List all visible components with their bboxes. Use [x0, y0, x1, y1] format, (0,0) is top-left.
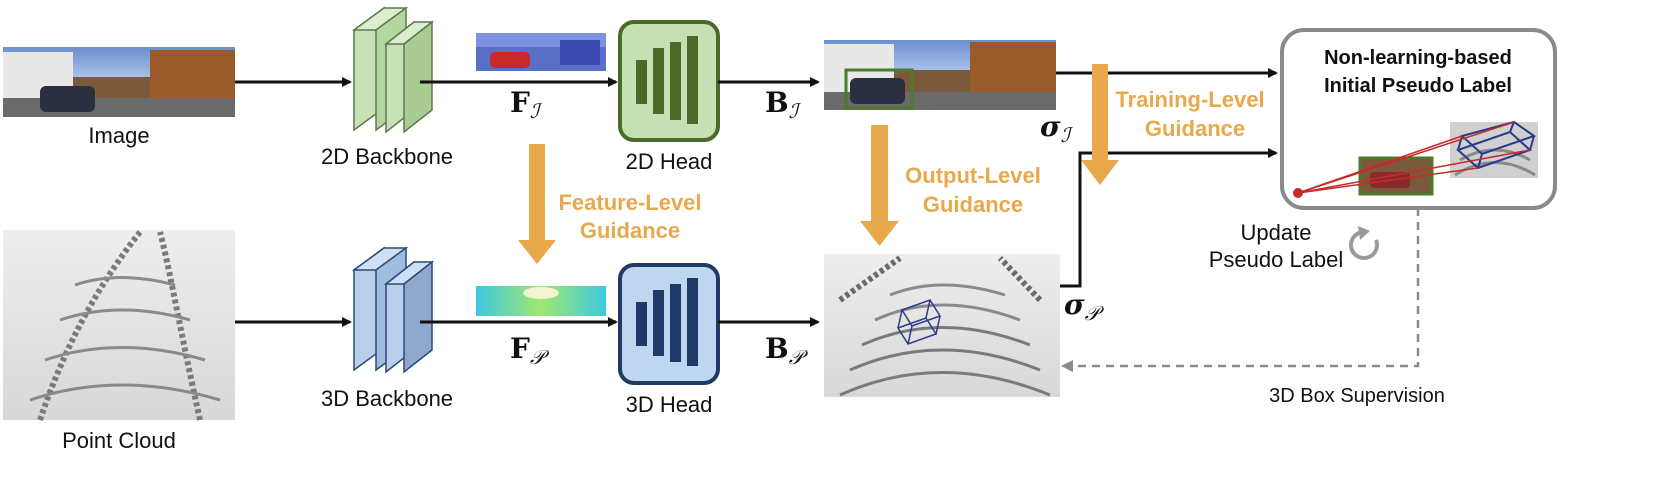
update-label-line1: Update [1241, 220, 1312, 245]
training-guidance-line1: Training-Level [1115, 87, 1264, 112]
backbone-2d-icon [351, 6, 435, 134]
arrow-output-pc-to-pseudo [1060, 148, 1278, 288]
update-label-line2: Pseudo Label [1209, 247, 1344, 272]
bbox-2d [844, 68, 914, 110]
training-guidance-line2: Guidance [1145, 116, 1245, 141]
feature-image-symbol: Fℐ [510, 86, 543, 123]
pseudo-label-title-line2: Initial Pseudo Label [1324, 75, 1512, 97]
image-label: Image [88, 123, 149, 148]
output-guidance-line1: Output-Level [905, 163, 1041, 188]
supervision-label: 3D Box Supervision [1269, 385, 1445, 407]
output-image [824, 40, 1056, 110]
point-cloud-feature-map [476, 286, 606, 316]
backbone-3d-icon [351, 246, 435, 374]
feature-guidance-arrow [518, 144, 556, 264]
head-3d-icon [618, 263, 720, 385]
refresh-icon [1349, 226, 1379, 260]
output-guidance-line2: Guidance [923, 192, 1023, 217]
input-point-cloud [3, 230, 235, 421]
box-pc-symbol: B𝒫 [765, 332, 809, 369]
feature-guidance-line2: Guidance [580, 218, 680, 243]
input-image [3, 47, 235, 117]
training-guidance-arrow [1081, 64, 1119, 185]
output-guidance-arrow [860, 125, 899, 246]
sigma-pc-symbol: σ𝒫 [1064, 288, 1105, 325]
pseudo-label-illustration [1293, 120, 1538, 198]
head-2d-label: 2D Head [626, 149, 713, 174]
output-point-cloud [824, 254, 1060, 397]
camera-origin-dot [1293, 188, 1303, 198]
pseudo-label-title-line1: Non-learning-based [1324, 47, 1512, 69]
point-cloud-label: Point Cloud [62, 428, 176, 453]
image-feature-map [476, 33, 606, 71]
feature-pc-symbol: F𝒫 [510, 332, 550, 369]
backbone-2d-label: 2D Backbone [321, 144, 453, 169]
backbone-3d-label: 3D Backbone [321, 386, 453, 411]
supervision-dashed-arrow [1061, 208, 1420, 372]
sigma-image-symbol: σℐ [1040, 110, 1074, 147]
head-2d-icon [618, 20, 720, 142]
head-3d-label: 3D Head [626, 392, 713, 417]
feature-guidance-line1: Feature-Level [558, 190, 701, 215]
bbox-3d [896, 299, 942, 345]
box-image-symbol: Bℐ [765, 86, 802, 123]
